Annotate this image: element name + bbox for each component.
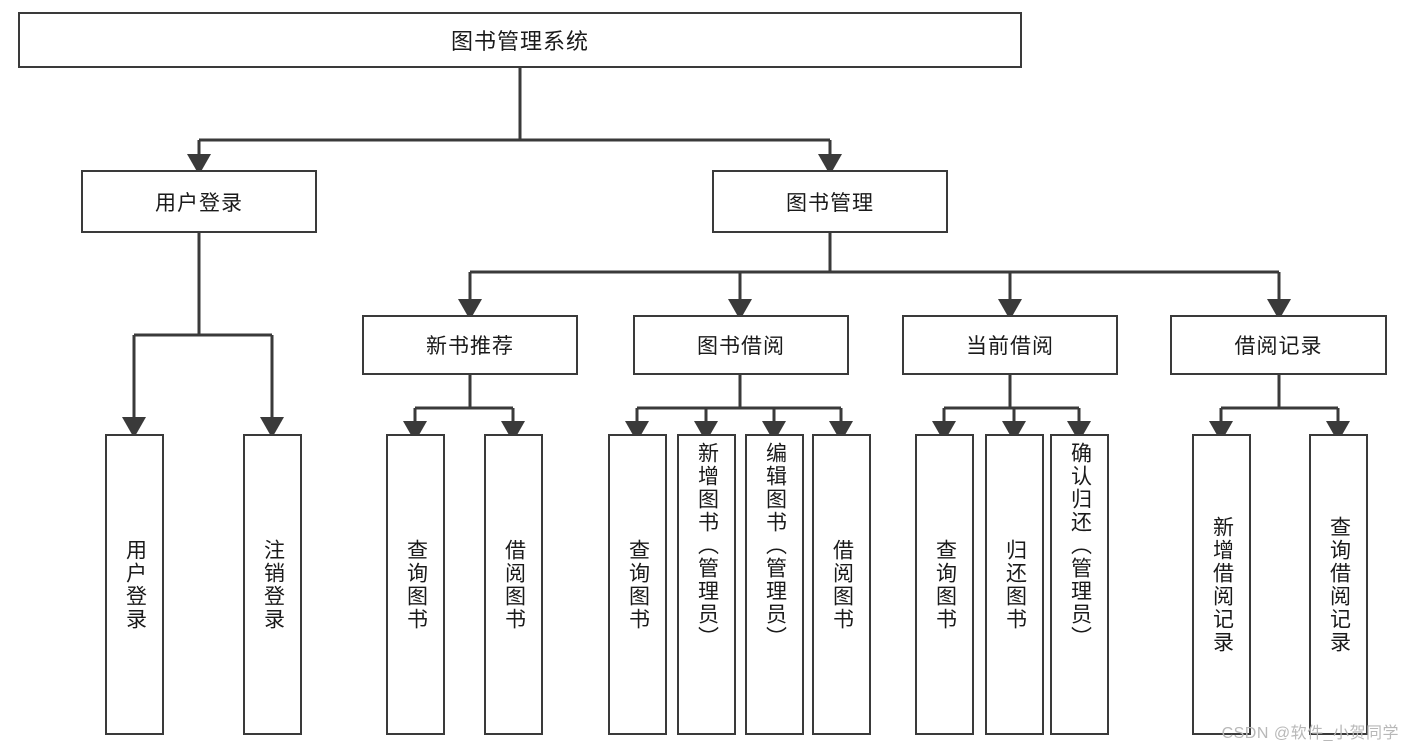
node-leaf-user-login[interactable]: 用户登录 [105, 434, 164, 735]
node-user-login[interactable]: 用户登录 [81, 170, 317, 233]
node-label: 新增图书（管理员） [695, 442, 719, 649]
node-label: 图书借阅 [697, 335, 785, 358]
node-leaf-query-borrow-record[interactable]: 查询借阅记录 [1309, 434, 1368, 735]
node-label: 查询图书 [933, 538, 957, 631]
node-leaf-query-book-borrow[interactable]: 查询图书 [608, 434, 667, 735]
node-label: 用户登录 [123, 538, 147, 631]
node-leaf-query-book-current[interactable]: 查询图书 [915, 434, 974, 735]
node-leaf-logout-login[interactable]: 注销登录 [243, 434, 302, 735]
node-leaf-add-borrow-record[interactable]: 新增借阅记录 [1192, 434, 1251, 735]
node-leaf-confirm-return-admin[interactable]: 确认归还（管理员） [1050, 434, 1109, 735]
node-borrow-record[interactable]: 借阅记录 [1170, 315, 1387, 375]
node-label: 归还图书 [1003, 538, 1027, 631]
node-label: 查询借阅记录 [1327, 515, 1351, 654]
node-leaf-return-book[interactable]: 归还图书 [985, 434, 1044, 735]
node-label: 图书管理系统 [450, 29, 589, 54]
node-label: 借阅图书 [502, 538, 526, 631]
csdn-watermark: CSDN @软件_小贺同学 [1221, 725, 1399, 742]
node-label: 借阅图书 [830, 538, 854, 631]
node-leaf-query-book-new[interactable]: 查询图书 [386, 434, 445, 735]
node-book-borrow[interactable]: 图书借阅 [633, 315, 849, 375]
node-label: 当前借阅 [966, 335, 1054, 358]
node-label: 注销登录 [261, 538, 285, 631]
node-label: 借阅记录 [1234, 335, 1323, 358]
node-leaf-add-book-admin[interactable]: 新增图书（管理员） [677, 434, 736, 735]
node-leaf-edit-book-admin[interactable]: 编辑图书（管理员） [745, 434, 804, 735]
node-label: 编辑图书（管理员） [763, 442, 787, 649]
node-book-management[interactable]: 图书管理 [712, 170, 948, 233]
node-leaf-borrow-book-new[interactable]: 借阅图书 [484, 434, 543, 735]
node-label: 查询图书 [626, 538, 650, 631]
node-current-borrow[interactable]: 当前借阅 [902, 315, 1118, 375]
node-label: 确认归还（管理员） [1068, 442, 1092, 649]
node-new-book-recommend[interactable]: 新书推荐 [362, 315, 578, 375]
node-label: 查询图书 [404, 538, 428, 631]
node-label: 新书推荐 [426, 335, 514, 358]
node-label: 用户登录 [155, 191, 243, 215]
node-label: 图书管理 [786, 191, 874, 215]
node-label: 新增借阅记录 [1210, 515, 1234, 654]
node-root-book-management-system[interactable]: 图书管理系统 [18, 12, 1022, 68]
node-leaf-borrow-book[interactable]: 借阅图书 [812, 434, 871, 735]
